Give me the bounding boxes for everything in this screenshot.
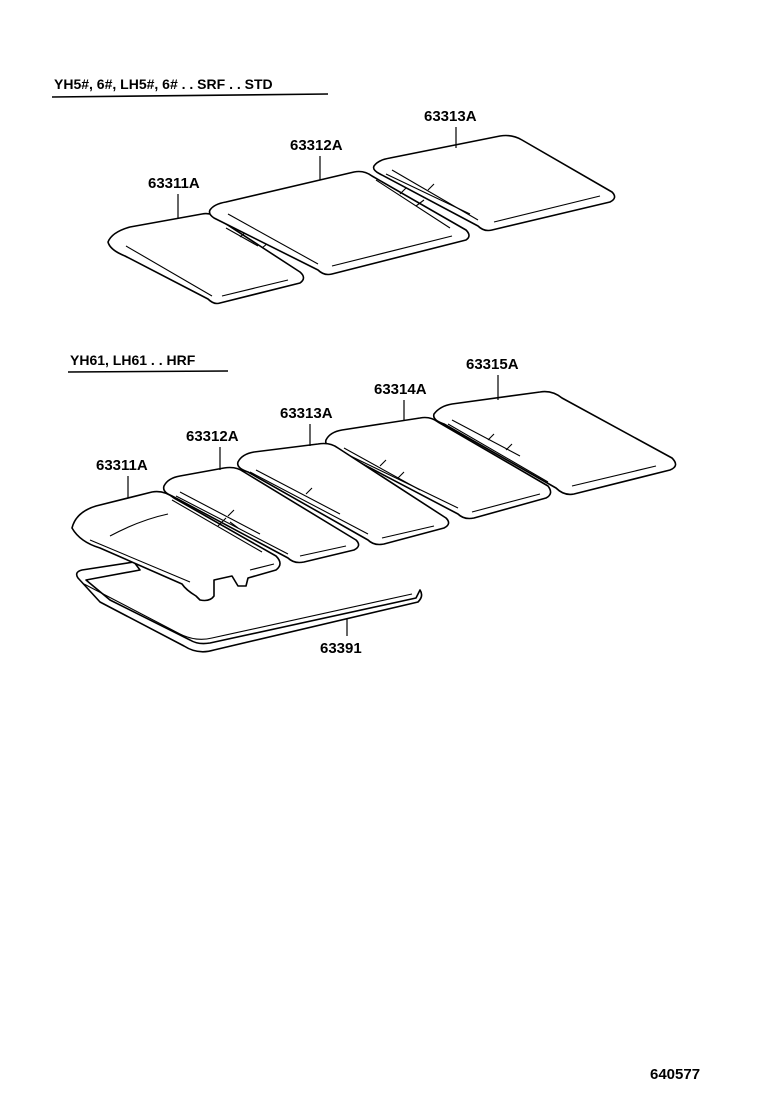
part-label-63314a-hrf: 63314A <box>374 381 427 420</box>
roof-panel-63311a <box>71 490 281 602</box>
part-label-63312a-hrf: 63312A <box>186 428 239 470</box>
part-label-63312a-srf: 63312A <box>290 137 343 180</box>
section-header-underline <box>51 93 329 98</box>
roof-panel-63313a <box>372 134 616 232</box>
roof-panel-63311a <box>107 212 305 305</box>
part-number: 63311A <box>148 175 200 192</box>
part-label-63313a-hrf: 63313A <box>280 405 333 446</box>
part-label-63315a-hrf: 63315A <box>466 356 519 400</box>
part-label-63391: 63391 <box>320 618 362 657</box>
roof-panel-63313a <box>236 442 450 546</box>
part-label-63311a-hrf: 63311A <box>96 457 148 498</box>
part-number: 63315A <box>466 356 519 373</box>
part-number: 63313A <box>424 108 477 125</box>
roof-panel-63315a <box>432 390 677 496</box>
part-number: 63311A <box>96 457 148 474</box>
illustration-number: 640577 <box>650 1066 700 1083</box>
part-number: 63314A <box>374 381 427 398</box>
part-number: 63312A <box>186 428 239 445</box>
roof-panel-63312a <box>208 170 470 276</box>
section-srf-std: YH5#, 6#, LH5#, 6# . . SRF . . STD 63311… <box>51 76 616 305</box>
section-hrf: YH61, LH61 . . HRF <box>67 352 677 657</box>
section-header: YH61, LH61 . . HRF <box>70 352 196 368</box>
section-header: YH5#, 6#, LH5#, 6# . . SRF . . STD <box>54 76 273 92</box>
weatherstrip-63391 <box>75 561 423 653</box>
part-number: 63391 <box>320 640 362 657</box>
part-label-63313a-srf: 63313A <box>424 108 477 148</box>
section-header-underline <box>67 370 229 373</box>
part-label-63311a-srf: 63311A <box>148 175 200 218</box>
part-number: 63313A <box>280 405 333 422</box>
part-number: 63312A <box>290 137 343 154</box>
